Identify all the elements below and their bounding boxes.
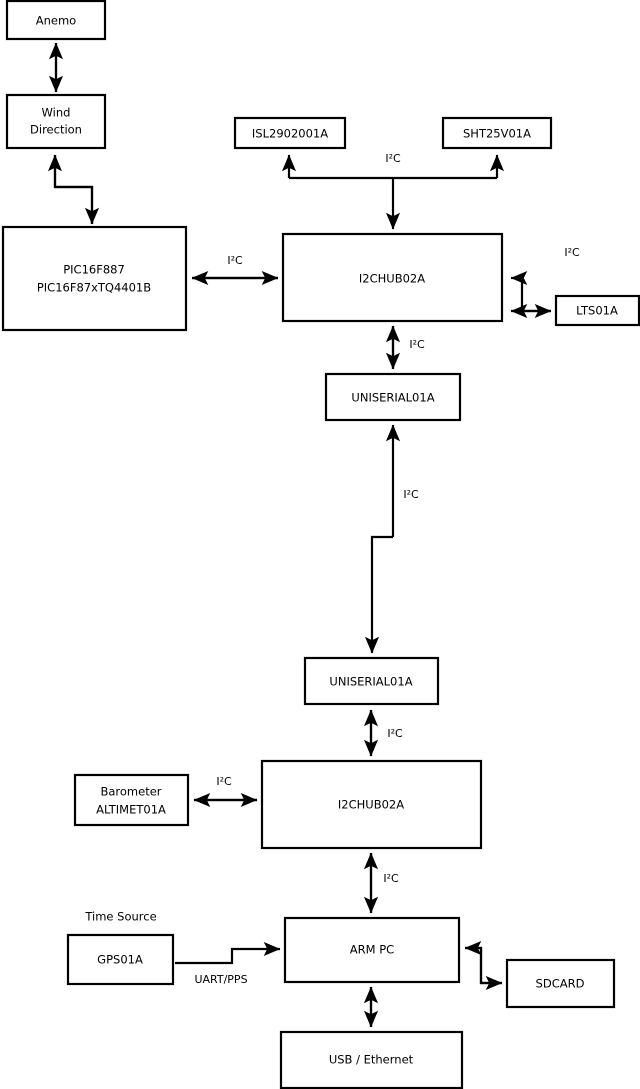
edge-pic-hub: I²C xyxy=(191,254,279,286)
node-uniserial01a-upper[interactable]: UNISERIAL01A xyxy=(324,372,462,422)
node-label-gps01a: GPS01A xyxy=(97,953,143,967)
node-barometer-altimet01a[interactable]: Barometer ALTIMET01A xyxy=(73,773,190,827)
node-gps01a[interactable]: GPS01A xyxy=(66,933,175,986)
edge-label-hub-lts: I²C xyxy=(564,246,580,259)
edge-hub-uniserial: I²C xyxy=(385,325,425,370)
edge-hub-armpc: I²C xyxy=(363,852,399,914)
node-sht25v01a[interactable]: SHT25V01A xyxy=(441,116,553,150)
edge-label-barometer-hub: I²C xyxy=(216,775,232,788)
edge-label-pic-hub: I²C xyxy=(227,254,243,267)
edge-hub-sensors-fork: I²C xyxy=(281,152,505,230)
edge-label-uniserial-link: I²C xyxy=(403,488,419,501)
node-label-i2chub02a-bottom: I2CHUB02A xyxy=(338,798,404,812)
node-isl2902001a[interactable]: ISL2902001A xyxy=(233,116,347,150)
node-label-i2chub02a-top: I2CHUB02A xyxy=(359,272,425,286)
edge-gps-armpc: UART/PPS xyxy=(175,941,281,986)
node-label-uniserial01a-upper: UNISERIAL01A xyxy=(351,391,434,405)
edge-uniserial-link: I²C xyxy=(364,424,419,654)
node-sdcard[interactable]: SDCARD xyxy=(505,958,616,1009)
node-uniserial01a-lower[interactable]: UNISERIAL01A xyxy=(303,656,440,706)
node-label-pic-line2: PIC16F87xTQ4401B xyxy=(37,281,151,295)
edge-label-hub-sensors: I²C xyxy=(385,152,401,165)
node-label-isl2902001a: ISL2902001A xyxy=(252,127,328,141)
node-label-arm-pc: ARM PC xyxy=(350,943,394,957)
edge-barometer-hub: I²C xyxy=(193,775,258,808)
edge-label-hub-uniserial: I²C xyxy=(409,338,425,351)
edge-label-uniserial-hub-bot: I²C xyxy=(387,727,403,740)
node-label-wind-direction-line2: Direction xyxy=(30,123,82,137)
node-pic-microcontroller[interactable]: PIC16F887 PIC16F87xTQ4401B xyxy=(1,225,188,332)
node-label-wind-direction-line1: Wind xyxy=(42,106,71,120)
node-label-sdcard: SDCARD xyxy=(536,977,585,991)
node-lts01a[interactable]: LTS01A xyxy=(554,294,640,327)
node-i2chub02a-top[interactable]: I2CHUB02A xyxy=(281,232,504,323)
node-label-sht25v01a: SHT25V01A xyxy=(463,127,531,141)
edge-armpc-sdcard xyxy=(464,940,503,991)
node-label-usb-ethernet: USB / Ethernet xyxy=(329,1053,414,1067)
node-label-uniserial01a-lower: UNISERIAL01A xyxy=(329,675,412,689)
node-i2chub02a-bottom[interactable]: I2CHUB02A xyxy=(260,759,483,850)
node-arm-pc[interactable]: ARM PC xyxy=(283,916,461,984)
edge-uniserial-hub-bot: I²C xyxy=(363,709,403,757)
edge-hub-lts: I²C xyxy=(510,246,580,319)
node-label-barometer-line2: ALTIMET01A xyxy=(96,803,166,817)
node-wind-direction[interactable]: Wind Direction xyxy=(5,93,107,150)
label-time-source: Time Source xyxy=(84,910,156,924)
node-usb-ethernet[interactable]: USB / Ethernet xyxy=(279,1030,464,1089)
node-anemo[interactable]: Anemo xyxy=(5,0,107,41)
node-label-barometer-line1: Barometer xyxy=(100,785,161,799)
node-label-anemo: Anemo xyxy=(36,14,76,28)
node-label-lts01a: LTS01A xyxy=(576,304,618,318)
edge-wind-pic xyxy=(47,154,100,225)
edge-label-gps-armpc: UART/PPS xyxy=(194,973,247,986)
node-label-pic-line1: PIC16F887 xyxy=(63,263,125,277)
edge-label-hub-armpc: I²C xyxy=(383,872,399,885)
